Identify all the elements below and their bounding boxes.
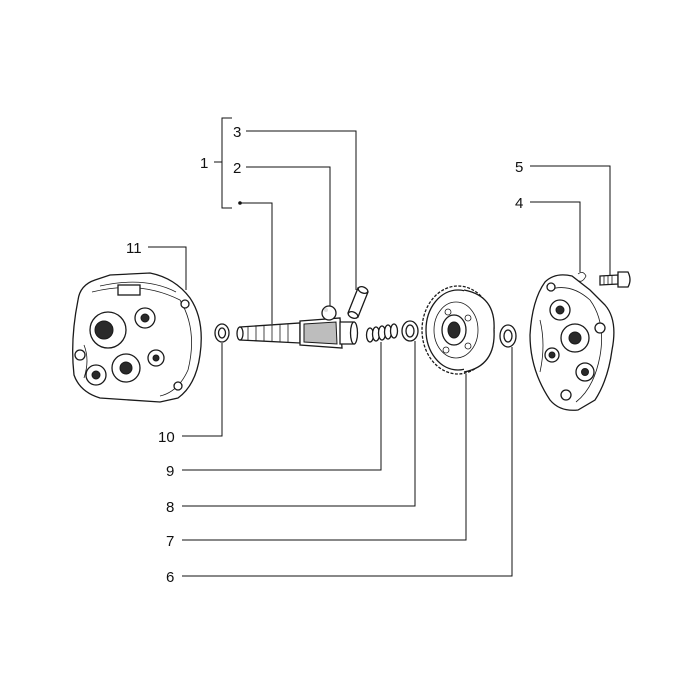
leader-shaft [240,202,273,324]
callout-4: 4 [515,195,523,212]
leader-8 [182,341,416,507]
callout-3: 3 [233,124,241,141]
gear [421,285,495,375]
callout-2: 2 [233,160,241,177]
leader-3 [246,130,357,290]
leader-7 [182,374,467,541]
leader-10 [182,343,223,437]
shaft [236,317,359,349]
leader-9 [182,342,382,471]
callout-11: 11 [126,240,142,257]
leader-5 [530,165,611,275]
bolt [599,271,631,288]
spring [365,323,399,343]
callout-7: 7 [166,533,174,550]
ball [321,305,337,321]
washer-left [214,323,230,343]
callout-8: 8 [166,499,174,516]
washer-middle [401,320,419,342]
leader-4 [530,201,581,272]
leader-11 [148,246,187,290]
pin [347,285,369,320]
callouts: 1 2 3 4 5 6 7 8 9 10 11 [126,124,523,586]
right-cover [529,274,615,411]
callout-9: 9 [166,463,174,480]
callout-10: 10 [158,429,175,446]
bracket-1 [221,117,232,209]
callout-6: 6 [166,569,174,586]
callout-1: 1 [200,155,208,172]
leader-lines [148,117,611,577]
clip [576,272,587,282]
washer-right [499,324,517,348]
leader-2 [246,166,331,306]
leader-6 [182,347,513,577]
callout-5: 5 [515,159,523,176]
left-housing [72,272,202,403]
